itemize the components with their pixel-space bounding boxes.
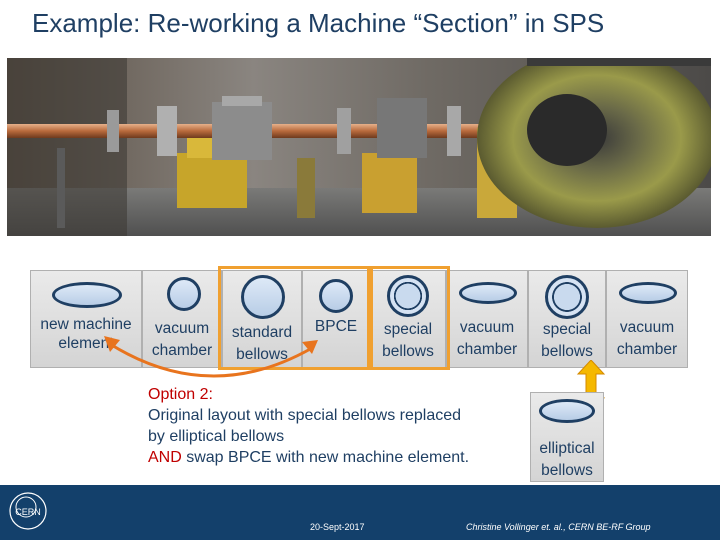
- option-line-2: by elliptical bellows: [148, 428, 285, 445]
- element-label-line2: bellows: [541, 462, 593, 479]
- element-label-line2: bellows: [541, 343, 593, 360]
- element-special-bellows-2: special bellows: [528, 270, 606, 368]
- element-label-line1: special: [383, 321, 433, 338]
- element-label-line1: elliptical: [539, 440, 595, 457]
- ring-icon: [545, 275, 589, 319]
- ellipse-icon: [459, 282, 517, 304]
- logo-text: CERN: [15, 507, 41, 517]
- ring-icon: [387, 275, 429, 317]
- element-elliptical-bellows: elliptical bellows: [530, 392, 604, 482]
- circle-icon: [241, 275, 285, 319]
- footer-bar: CERN 20-Sept-2017 Christine Vollinger et…: [0, 485, 720, 540]
- machine-photo-drawing: [7, 58, 711, 236]
- element-label-line2: chamber: [151, 342, 213, 359]
- machine-section-photo: [7, 58, 711, 236]
- element-label-line1: BPCE: [314, 318, 358, 335]
- circle-icon: [319, 279, 353, 313]
- option-line-3: AND swap BPCE with new machine element.: [148, 447, 469, 468]
- and-highlight: AND: [148, 449, 182, 466]
- element-label-line1: vacuum: [154, 320, 210, 337]
- element-vacuum-chamber-3: vacuum chamber: [606, 270, 688, 368]
- element-bpce: BPCE: [302, 270, 370, 368]
- highlight-box-bellows-bpce: [218, 266, 370, 370]
- option-description: Option 2: Original layout with special b…: [148, 384, 469, 468]
- element-label-line2: bellows: [236, 346, 288, 363]
- element-label-line1: standard: [231, 324, 293, 341]
- ellipse-icon: [52, 282, 122, 308]
- highlight-box-special-bellows: [370, 266, 450, 370]
- circle-icon: [167, 277, 201, 311]
- slide-title: Example: Re-working a Machine “Section” …: [32, 8, 605, 38]
- swap-arrow: [104, 336, 318, 378]
- element-special-bellows-1: special bellows: [370, 270, 446, 368]
- element-vacuum-chamber-2: vacuum chamber: [446, 270, 528, 368]
- footer-author: Christine Vollinger et. al., CERN BE-RF …: [466, 522, 651, 532]
- ellipse-icon: [619, 282, 677, 304]
- element-label-line2: element: [58, 335, 114, 352]
- element-label-line1: new machine: [40, 316, 132, 333]
- cern-logo: CERN: [9, 492, 47, 530]
- element-label-line1: vacuum: [619, 319, 675, 336]
- ellipse-icon: [539, 399, 595, 423]
- element-label-line2: chamber: [456, 341, 518, 358]
- option-line-3-rest: swap BPCE with new machine element.: [181, 449, 470, 466]
- footer-date: 20-Sept-2017: [310, 522, 365, 532]
- element-label-line2: bellows: [382, 343, 434, 360]
- element-label-line1: special: [542, 321, 592, 338]
- option-heading: Option 2:: [148, 386, 213, 403]
- element-vacuum-chamber-1: vacuum chamber: [142, 270, 222, 368]
- element-label-line1: vacuum: [459, 319, 515, 336]
- element-new-machine: new machine element: [30, 270, 142, 368]
- element-label-line2: chamber: [616, 341, 678, 358]
- option-line-1: Original layout with special bellows rep…: [148, 407, 462, 424]
